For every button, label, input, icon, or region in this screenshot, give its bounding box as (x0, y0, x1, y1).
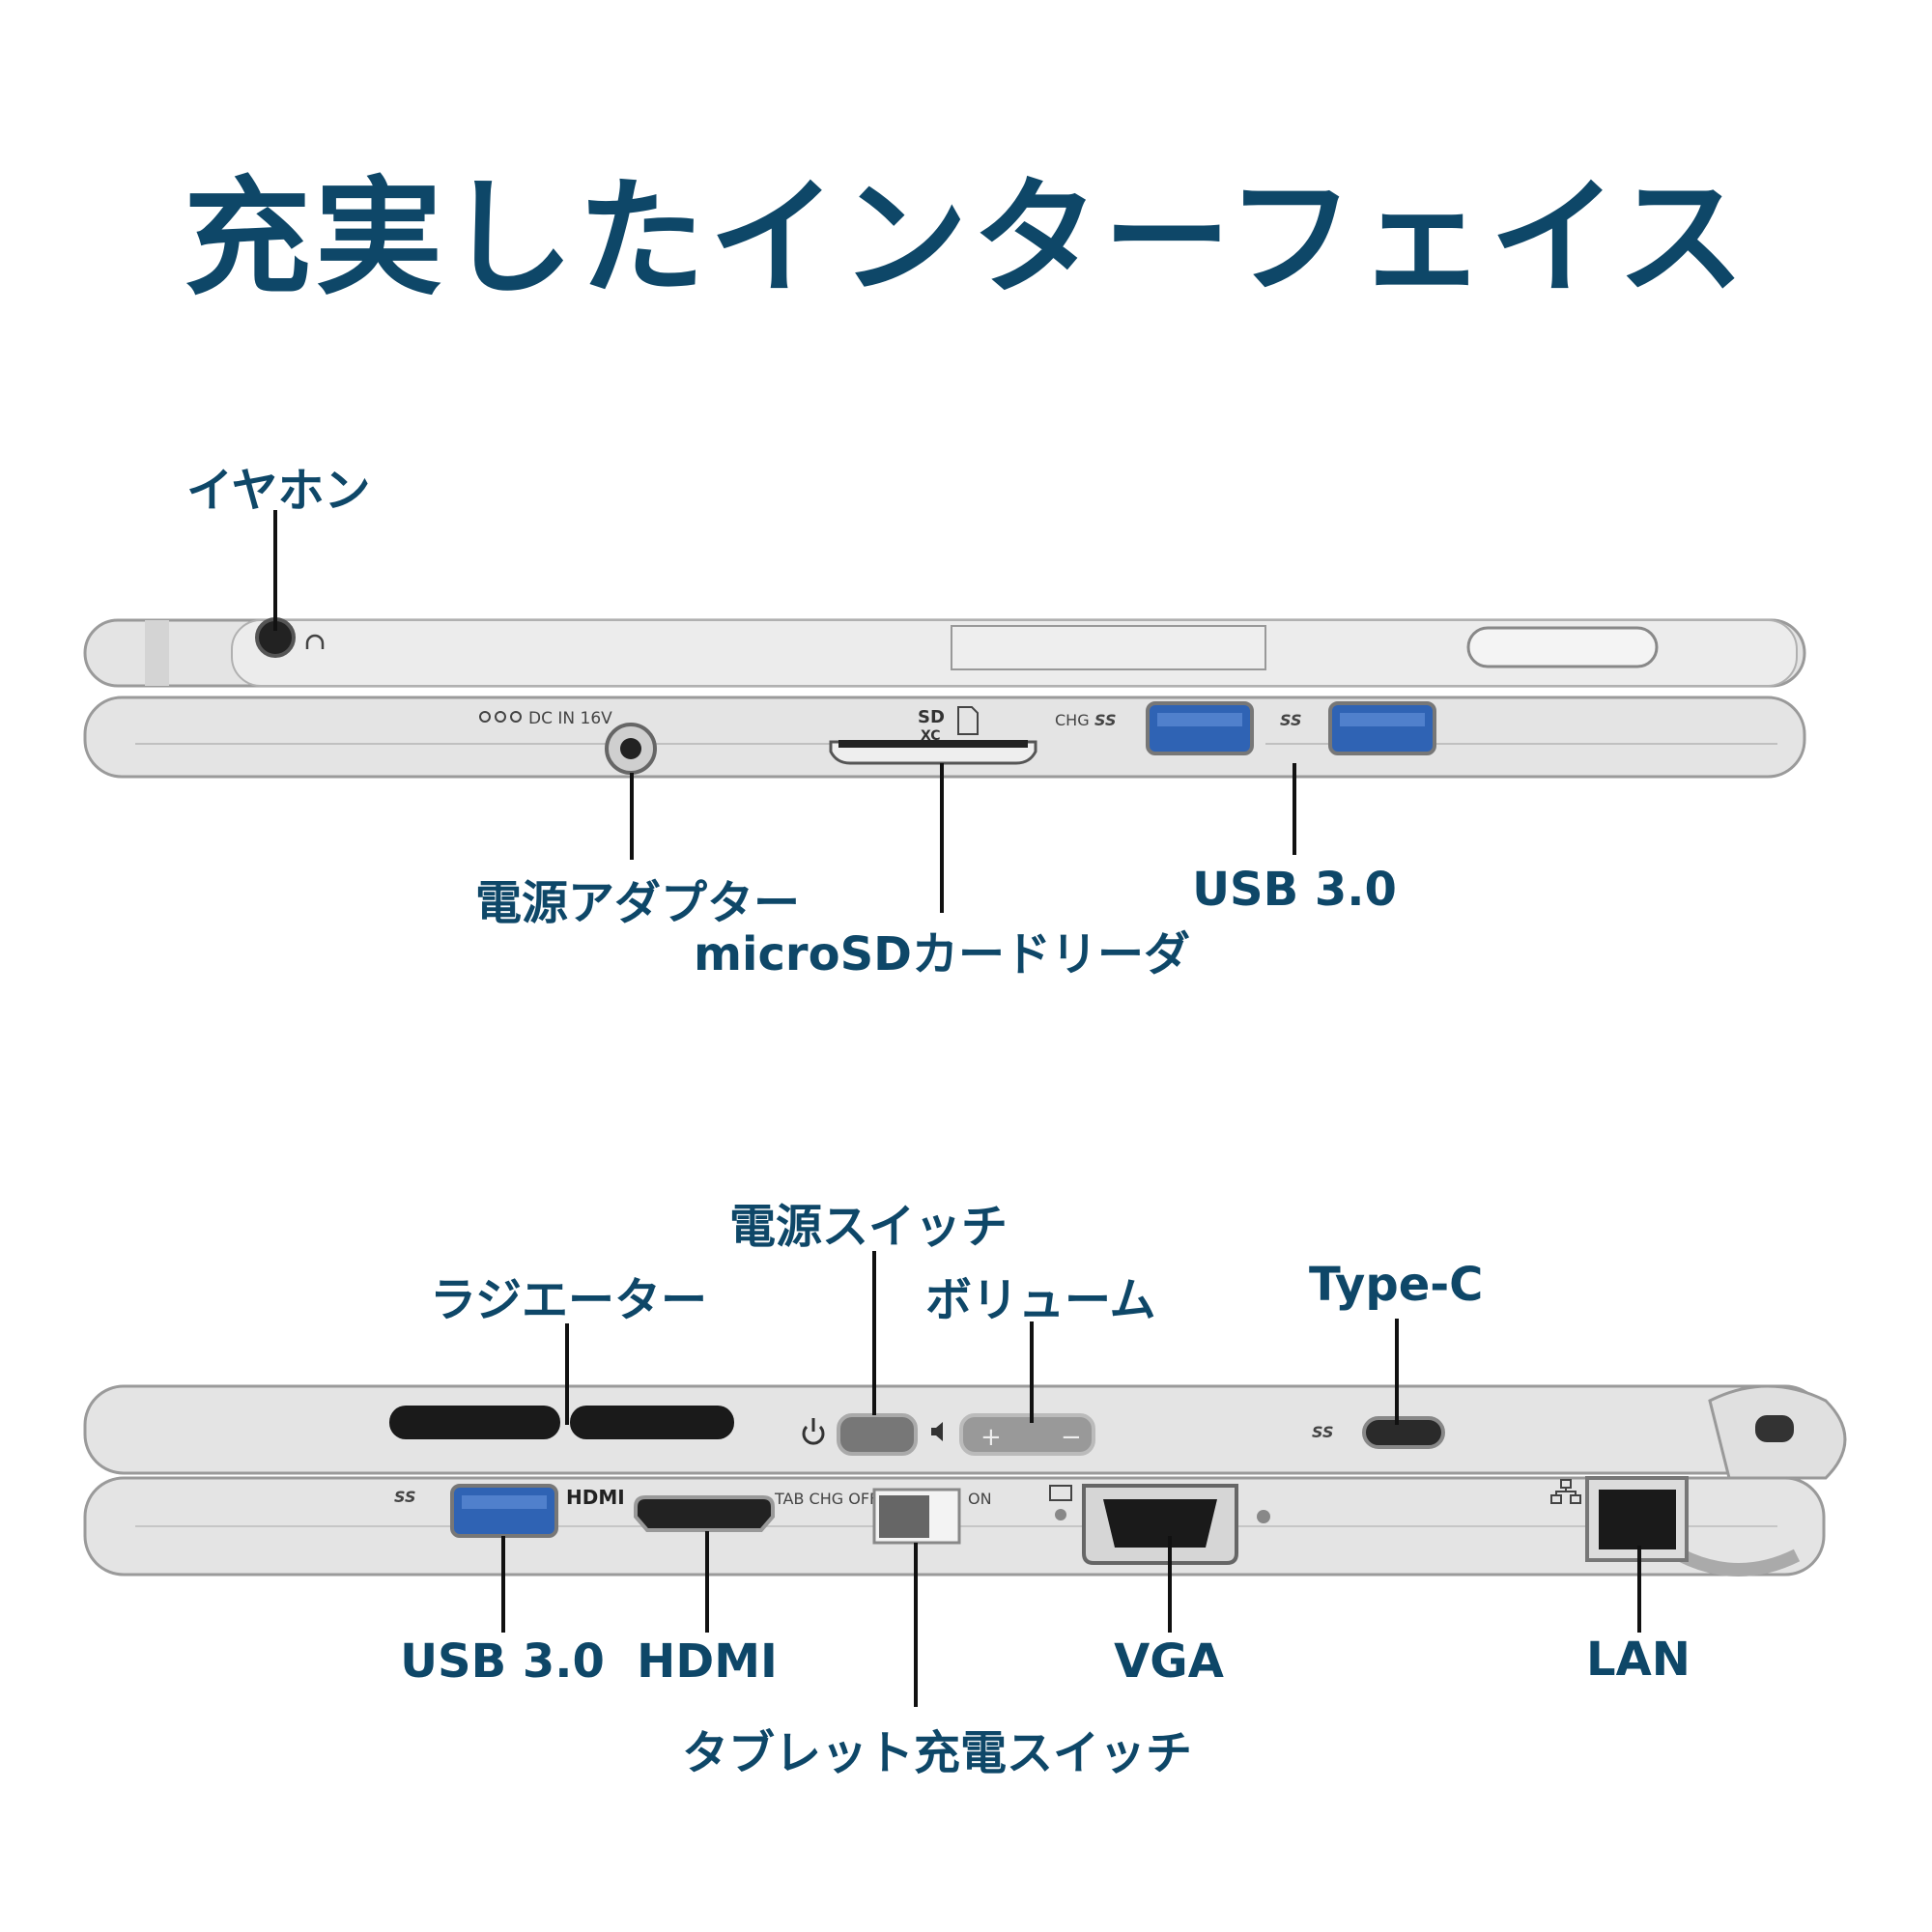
ss-usb-icon: SS (1312, 1423, 1333, 1441)
radiator-vent-left (389, 1406, 560, 1439)
dc-in-marking: DC IN 16V (528, 709, 612, 728)
power-switch-label: 電源スイッチ (729, 1200, 1009, 1254)
monitor-icon (1049, 1485, 1072, 1501)
hdmi-port[interactable] (634, 1495, 775, 1532)
device-side-view-bottom: + − SS SS HDMI TAB CHG OFF ON (83, 1384, 1847, 1577)
earphone-label: イヤホン (186, 464, 371, 518)
power-adapter-label: 電源アダプター (474, 876, 801, 930)
sd-card-icon (957, 706, 979, 735)
kensington-lock-slot[interactable] (1755, 1415, 1794, 1442)
volume-leader-line (1030, 1321, 1034, 1423)
sd-logo: SD (918, 707, 945, 727)
power-switch-leader-line (872, 1251, 876, 1415)
vga-leader-line (1168, 1536, 1172, 1633)
volume-down-icon: − (1061, 1423, 1082, 1452)
dc-polarity-icon (479, 711, 522, 723)
ss-usb-icon: SS (1280, 711, 1301, 729)
volume-up-icon: + (980, 1423, 1002, 1452)
usb3-port-1[interactable] (1146, 701, 1254, 755)
ss-usb-icon: SS (1094, 711, 1116, 729)
page-title: 充実したインターフェイス (183, 164, 1749, 313)
base-top (83, 696, 1806, 779)
radiator-leader-line (565, 1323, 569, 1425)
volume-label: ボリューム (925, 1273, 1156, 1327)
type-c-label: Type-C (1309, 1258, 1484, 1312)
usb-bottom-leader-line (501, 1536, 505, 1633)
usb-bottom-label: USB 3.0 (400, 1634, 605, 1689)
radiator-vent-right (570, 1406, 734, 1439)
vga-label: VGA (1114, 1634, 1224, 1689)
speaker-icon (931, 1422, 943, 1441)
type-c-port[interactable] (1362, 1416, 1445, 1449)
power-icon (802, 1418, 825, 1445)
hdmi-logo: HDMI (566, 1486, 625, 1509)
type-c-leader-line (1395, 1319, 1399, 1425)
volume-rocker[interactable] (959, 1413, 1095, 1456)
on-marking: ON (968, 1490, 992, 1508)
usb-top-leader-line (1293, 763, 1296, 855)
usb3-port-3[interactable] (450, 1484, 558, 1538)
tablet-charge-leader-line (914, 1543, 918, 1707)
usb3-port-2[interactable] (1328, 701, 1436, 755)
chg-marking: CHG (1055, 711, 1090, 729)
ss-usb-icon: SS (394, 1488, 415, 1506)
network-icon (1550, 1479, 1581, 1504)
lan-leader-line (1637, 1546, 1641, 1633)
headphone-icon (305, 634, 325, 649)
tablet-charge-label: タブレット充電スイッチ (681, 1726, 1193, 1780)
hdmi-label: HDMI (637, 1634, 778, 1689)
microsd-label: microSDカードリーダ (694, 927, 1190, 981)
radiator-label: ラジエーター (430, 1273, 708, 1327)
lid-bottom (83, 1384, 1826, 1475)
usb-top-label: USB 3.0 (1192, 863, 1397, 917)
power-adapter-leader-line (630, 773, 634, 860)
lan-label: LAN (1586, 1633, 1690, 1687)
tab-chg-off-marking: TAB CHG OFF (774, 1490, 878, 1508)
microsd-leader-line (940, 763, 944, 913)
power-button[interactable] (837, 1413, 918, 1456)
device-side-view-top: DC IN 16V SD XC CHG SS SS (83, 617, 1806, 779)
earphone-leader-line (273, 510, 277, 631)
hdmi-leader-line (705, 1531, 709, 1633)
